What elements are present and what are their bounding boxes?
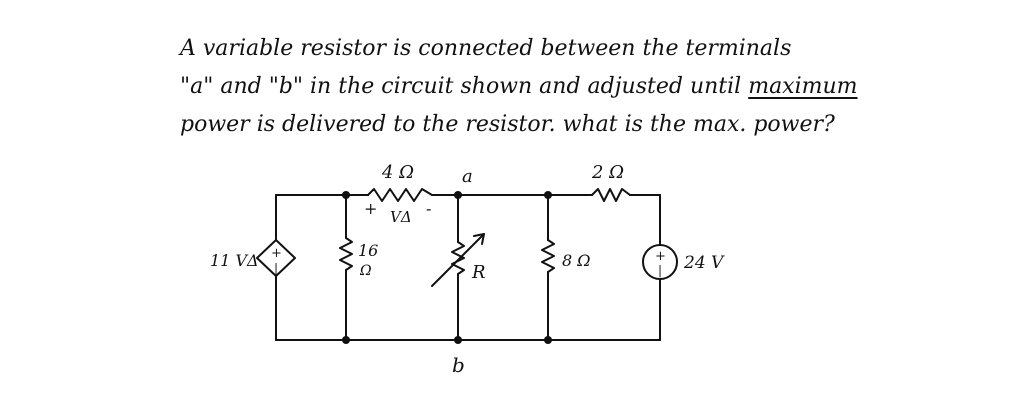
label-dependent-source: 11 VΔ [210,251,259,270]
v-source-minus: | [658,263,662,277]
problem-line-1: A variable resistor is connected between… [180,36,792,61]
label-variable-r: R [471,262,486,283]
label-v-delta-minus: - [426,199,431,218]
label-24v: 24 V [683,253,725,273]
label-v-delta-plus: + [364,199,377,218]
problem-underlined-word: maximum [748,74,858,99]
problem-statement: A variable resistor is connected between… [180,30,900,144]
v-source-plus: + [655,249,666,264]
resistor-2-ohm [591,188,631,202]
label-node-a: a [462,166,473,187]
node-dot-b [454,336,462,344]
label-node-b: b [452,353,465,377]
node-dot-top-8 [544,191,552,199]
dep-source-minus: | [274,261,278,275]
resistor-8-ohm [541,239,555,273]
variable-resistor-arrow [431,233,485,287]
node-dot-top-16 [342,191,350,199]
node-dot-bottom-8 [544,336,552,344]
resistor-16-ohm [339,237,353,271]
node-dot-bottom-16 [342,336,350,344]
dep-source-plus: + [271,246,282,261]
node-dot-a [454,191,462,199]
label-v-delta: VΔ [390,208,412,226]
variable-resistor-arrowhead [473,233,485,245]
label-8-ohm: 8 Ω [562,251,591,270]
problem-line-2: "a" and "b" in the circuit shown and adj… [180,68,900,106]
label-16-ohm-bottom: Ω [359,263,372,279]
label-2-ohm: 2 Ω [591,162,624,183]
dependent-source-diamond [256,239,296,277]
label-16-ohm-top: 16 [358,241,378,260]
problem-line-3: power is delivered to the resistor. what… [180,112,835,137]
resistor-variable-r [451,241,465,275]
resistor-4-ohm [367,188,433,202]
problem-line-2-text: "a" and "b" in the circuit shown and adj… [180,74,749,99]
label-4-ohm: 4 Ω [381,162,414,183]
